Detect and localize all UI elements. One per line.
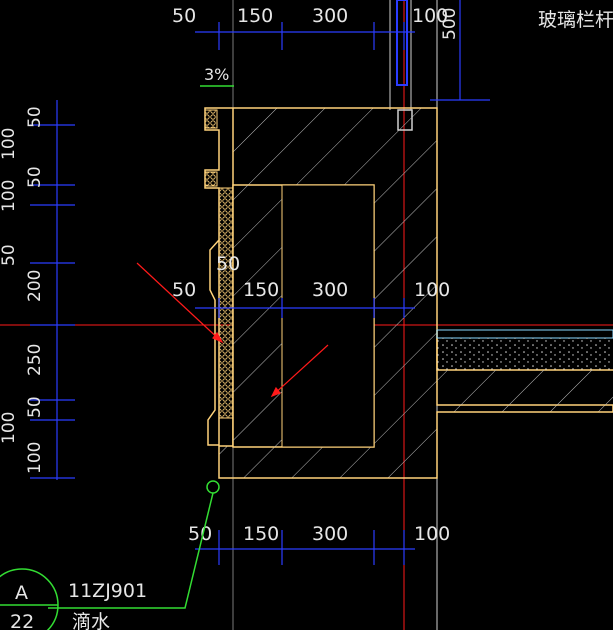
dim-top-4: 100 bbox=[412, 5, 448, 27]
dim-left-1: 50 bbox=[25, 106, 45, 128]
reference-note: 滴水 bbox=[72, 611, 110, 630]
railing-title: 玻璃栏杆 bbox=[538, 9, 613, 31]
arrow-head-icon bbox=[270, 386, 281, 398]
dim-left-5: 50 bbox=[0, 244, 19, 266]
dim-left-2: 100 bbox=[0, 128, 19, 160]
dim-bottom-2: 150 bbox=[243, 523, 279, 545]
reference-point-icon bbox=[206, 480, 220, 494]
dim-top-1: 50 bbox=[172, 5, 196, 27]
dimensions-top: 50 150 300 100 500 bbox=[172, 5, 460, 40]
dim-top-3: 300 bbox=[312, 5, 348, 27]
dim-left-9: 100 bbox=[0, 412, 19, 444]
insulation-band bbox=[218, 187, 234, 419]
slab-finish bbox=[436, 329, 613, 339]
dim-left-10: 100 bbox=[25, 442, 45, 474]
dim-left-6: 200 bbox=[25, 270, 45, 302]
dim-mid-1: 50 bbox=[172, 279, 196, 301]
dim-mid-2: 150 bbox=[243, 279, 279, 301]
dimensions-bottom: 50 150 300 100 bbox=[188, 523, 450, 545]
reference-circle-top: A bbox=[15, 582, 28, 604]
concrete-section bbox=[204, 107, 613, 479]
reference-circle-bottom: 22 bbox=[10, 611, 34, 630]
slab-concrete bbox=[437, 370, 613, 405]
facade-profile bbox=[204, 107, 220, 446]
dim-left-8: 50 bbox=[25, 396, 45, 418]
detail-reference: A 22 11ZJ901 滴水 bbox=[0, 480, 220, 630]
dim-left-4: 100 bbox=[0, 180, 19, 212]
drip-profile bbox=[204, 171, 218, 187]
slope-marker: 3% bbox=[200, 65, 234, 87]
dimensions-mid: 50 150 300 100 50 bbox=[172, 253, 450, 301]
dimensions-left: 50 100 50 100 50 200 250 50 100 100 bbox=[0, 106, 45, 474]
drip-profile bbox=[204, 109, 218, 129]
dim-left-7: 250 bbox=[25, 344, 45, 376]
dimension-lines bbox=[30, 0, 490, 565]
dim-left-3: 50 bbox=[25, 166, 45, 188]
slope-text: 3% bbox=[204, 65, 229, 84]
void-core-inner bbox=[281, 184, 375, 448]
slab-gravel bbox=[437, 338, 613, 370]
reference-atlas: 11ZJ901 bbox=[68, 580, 147, 602]
dim-mid-4: 100 bbox=[414, 279, 450, 301]
dim-bottom-1: 50 bbox=[188, 523, 212, 545]
dim-top-vertical: 500 bbox=[440, 8, 460, 40]
dim-mid-extra: 50 bbox=[216, 253, 240, 275]
dim-bottom-4: 100 bbox=[414, 523, 450, 545]
annotation-arrows bbox=[136, 262, 329, 398]
dim-bottom-3: 300 bbox=[312, 523, 348, 545]
arrow-head-icon bbox=[212, 331, 224, 344]
inner-hatch bbox=[233, 185, 282, 447]
dim-mid-3: 300 bbox=[312, 279, 348, 301]
dim-top-2: 150 bbox=[237, 5, 273, 27]
